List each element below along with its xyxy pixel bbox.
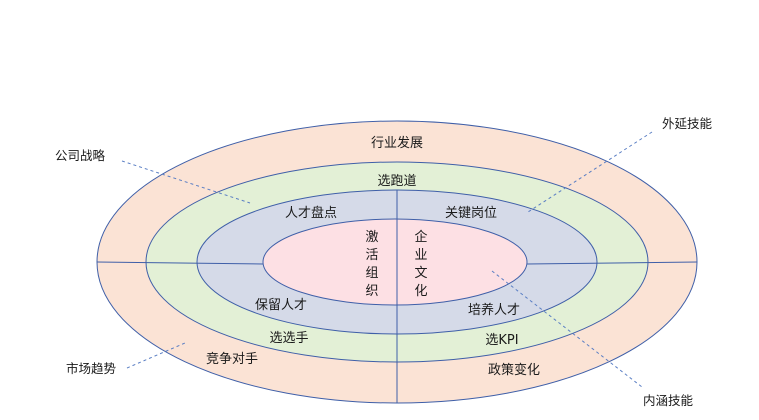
callout-company-strategy: 公司战略 (55, 148, 106, 163)
label-key-positions: 关键岗位 (445, 206, 497, 221)
core-left-char: 组 (365, 266, 378, 281)
leader-company-strategy (121, 160, 251, 204)
label-develop-talent: 培养人才 (468, 302, 520, 318)
label-retain-talent: 保留人才 (255, 298, 307, 313)
label-choose-track: 选跑道 (377, 174, 416, 189)
core-left-char: 激 (365, 230, 378, 245)
core-left-char: 活 (365, 248, 378, 263)
label-competitors: 竞争对手 (206, 351, 258, 367)
core-right-text: 企 业 文 化 (414, 229, 427, 299)
label-choose-kpi: 选KPI (485, 333, 518, 348)
core-left-text: 激 活 组 织 (365, 230, 378, 299)
label-choose-players: 选选手 (269, 331, 308, 346)
leader-external-skill (527, 131, 653, 213)
callout-internal-skill: 内涵技能 (643, 393, 694, 408)
core-right-char: 化 (414, 284, 427, 299)
core-right-char: 企 (414, 229, 427, 245)
leader-market-trend (126, 342, 186, 369)
core-left-char: 织 (365, 284, 378, 299)
label-policy-change: 政策变化 (488, 362, 540, 378)
label-talent-inventory: 人才盘点 (285, 205, 337, 221)
axis-horizontal-left (96, 261, 264, 265)
callout-external-skill: 外延技能 (662, 116, 713, 131)
callout-market-trend: 市场趋势 (66, 361, 117, 376)
core-right-char: 业 (414, 248, 427, 263)
axis-horizontal-right (526, 261, 698, 265)
core-right-char: 文 (414, 266, 427, 281)
leader-internal-skill (491, 270, 643, 388)
core-ellipse (262, 218, 528, 306)
label-industry-development: 行业发展 (371, 135, 423, 151)
